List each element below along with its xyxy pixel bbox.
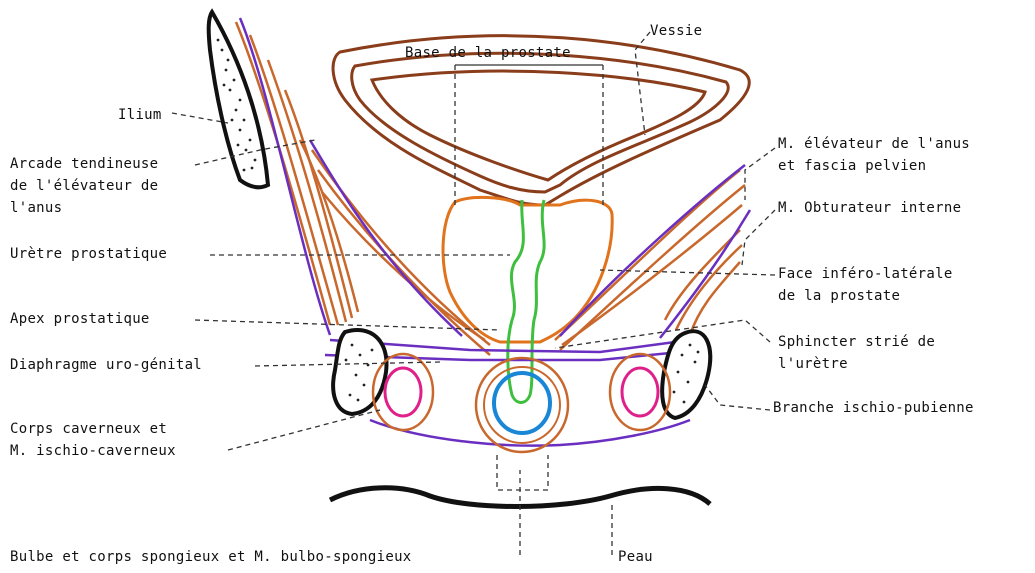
label-arcade-1: Arcade tendineuse [10, 155, 158, 174]
bulb-spongiosum [476, 358, 568, 452]
label-branche: Branche ischio-pubienne [773, 399, 974, 418]
label-peau: Peau [618, 548, 653, 567]
label-sphincter-1: Sphincter strié de [778, 333, 935, 352]
label-ilium: Ilium [118, 106, 162, 125]
label-elevateur-2: et fascia pelvien [778, 157, 926, 176]
label-corps-2: M. ischio-caverneux [10, 442, 176, 461]
label-corps-1: Corps caverneux et [10, 420, 167, 439]
label-face-2: de la prostate [778, 287, 900, 306]
label-base-prostate: Base de la prostate [405, 44, 571, 63]
label-bulbe: Bulbe et corps spongieux et M. bulbo-spo… [10, 548, 412, 567]
ilium-bone [209, 12, 268, 187]
label-sphincter-2: l'urètre [778, 355, 848, 374]
leader-lines [172, 32, 775, 555]
label-diaphragme: Diaphragme uro-génital [10, 356, 202, 375]
label-arcade-2: de l'élévateur de [10, 177, 158, 196]
label-apex: Apex prostatique [10, 310, 150, 329]
label-arcade-3: l'anus [10, 199, 62, 218]
prostate [443, 197, 612, 342]
label-uretre-prostatique: Urètre prostatique [10, 245, 167, 264]
label-face-1: Face inféro-latérale [778, 265, 953, 284]
label-vessie: Vessie [650, 22, 702, 41]
label-elevateur-1: M. élévateur de l'anus [778, 135, 970, 154]
label-obturateur: M. Obturateur interne [778, 199, 961, 218]
